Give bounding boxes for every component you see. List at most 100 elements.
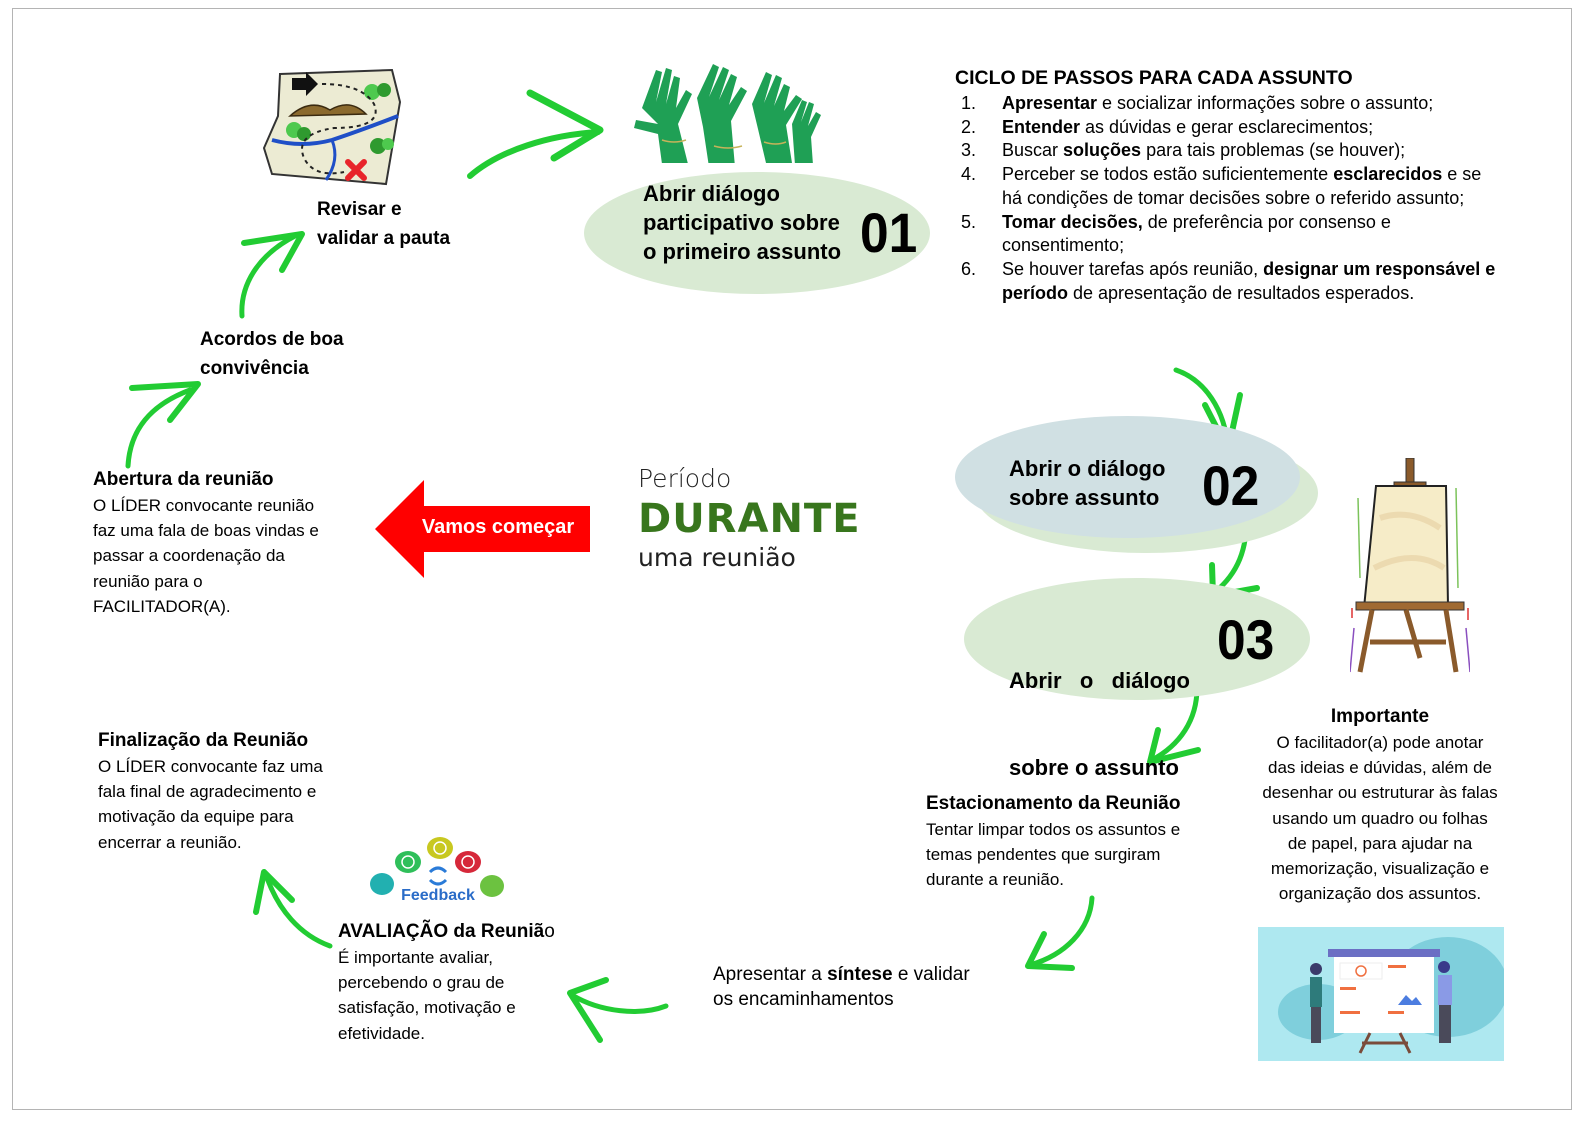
dialogo-02-text: Abrir o diálogo sobre assunto — [1009, 454, 1165, 512]
cycle-step-number: 4. — [961, 164, 977, 185]
cycle-step-text: Buscar — [1002, 140, 1064, 161]
arrow-revisar-to-dialogo01-icon — [467, 89, 604, 179]
step-revisar-pauta: Revisar e validar a pauta — [317, 195, 450, 253]
cycle-step-text: as dúvidas e gerar esclarecimentos; — [1080, 116, 1374, 137]
importante-note: Importante O facilitador(a) pode anotar … — [1245, 704, 1515, 906]
feedback-illustration: Feedback — [370, 837, 504, 904]
step-finalizacao: Finalização da Reunião O LÍDER convocant… — [98, 728, 378, 855]
step-abertura-line: FACILITADOR(A). — [93, 596, 231, 616]
arrow-abertura-to-acordos-icon — [125, 381, 201, 469]
center-title-uma-reuniao: uma reunião — [638, 543, 796, 572]
importante-line: das ideias e dúvidas, além de — [1268, 758, 1492, 778]
dialogo-01-text: Abrir diálogo participativo sobre o prim… — [643, 179, 841, 266]
step-sintese-post: e validar — [892, 964, 970, 985]
dialogo-03-line: sobre o assunto — [1009, 755, 1179, 780]
cycle-step-keyword: Entender — [1002, 116, 1081, 137]
arrow-sintese-to-avaliacao-icon — [567, 977, 669, 1043]
step-avaliacao: AVALIAÇÃO da Reunião É importante avalia… — [338, 918, 598, 1046]
cycle-step-keyword: esclarecidos — [1333, 164, 1443, 185]
importante-line: desenhar ou estruturar às falas — [1262, 783, 1498, 803]
step-revisar-line: Revisar e — [317, 199, 402, 220]
cycle-step-text: e socializar informações sobre o assunto… — [1097, 93, 1434, 113]
step-avaliacao-line: efetividade. — [338, 1023, 425, 1043]
step-abertura-title: Abertura da reunião — [93, 469, 274, 490]
page-frame — [12, 8, 1572, 1110]
cycle-step-number: 5. — [961, 211, 977, 232]
dialogo-02-line: Abrir o diálogo — [1009, 456, 1166, 481]
step-sintese-pre: Apresentar a — [713, 964, 828, 985]
step-finalizacao-line: fala final de agradecimento e — [98, 782, 317, 802]
dialogo-02-line: sobre assunto — [1009, 485, 1160, 510]
cycle-step-item: 2. Entender as dúvidas e gerar esclarecim… — [958, 116, 1498, 140]
step-acordos-line: convivência — [200, 358, 309, 379]
step-sintese: Apresentar a síntese e validar os encami… — [713, 962, 970, 1012]
step-sintese-bold: síntese — [827, 964, 893, 985]
step-finalizacao-title: Finalização da Reunião — [98, 730, 309, 751]
dialogo-03-line: Abrir o diálogo — [1009, 668, 1190, 693]
cycle-step-number: 3. — [961, 140, 977, 161]
center-title-periodo: Período — [638, 464, 732, 493]
step-avaliacao-line: É importante avaliar, — [338, 948, 493, 967]
step-avaliacao-line: percebendo o grau de — [338, 973, 505, 993]
step-abertura: Abertura da reunião O LÍDER convocante r… — [93, 466, 363, 619]
cycle-step-item: 6. Se houver tarefas após reunião, design… — [958, 258, 1498, 305]
step-estacionamento-line: durante a reunião. — [926, 870, 1064, 890]
dialogo-02-number: 02 — [1202, 454, 1260, 517]
importante-line: de papel, para ajudar na — [1287, 833, 1473, 853]
start-arrow-icon — [375, 480, 590, 578]
importante-title: Importante — [1330, 706, 1430, 727]
dialogo-01-line: participativo sobre — [643, 210, 840, 235]
cycle-step-item: 3.Buscar soluções para tais problemas (s… — [958, 139, 1498, 163]
step-finalizacao-line: O LÍDER convocante faz uma — [98, 757, 323, 776]
center-title: Período DURANTE uma reunião — [638, 462, 861, 574]
raised-hands-illustration — [634, 64, 821, 163]
arrow-acordos-to-revisar-icon — [239, 231, 305, 319]
step-avaliacao-title: AVALIAÇÃO da Reuniã — [338, 921, 545, 942]
cycle-step-item: 4. Perceber se todos estão suficientement… — [958, 163, 1498, 210]
cycle-step-number: 1. — [961, 93, 977, 113]
importante-line: O facilitador(a) pode anotar — [1276, 733, 1484, 752]
step-acordos-convivencia: Acordos de boa convivência — [200, 325, 344, 383]
step-sintese-line2: os encaminhamentos — [713, 989, 894, 1010]
arrow-estacionamento-to-sintese-icon — [1025, 895, 1095, 971]
cycle-step-item: 5.Tomar decisões, de preferência por con… — [958, 211, 1498, 258]
step-estacionamento-line: temas pendentes que surgiram — [926, 845, 1161, 865]
cycle-step-text: Se houver tarefas após reunião, — [1002, 258, 1264, 279]
step-abertura-line: faz uma fala de boas vindas e — [93, 521, 319, 541]
importante-line: usando um quadro ou folhas — [1272, 808, 1488, 828]
importante-line: organização dos assuntos. — [1278, 884, 1482, 904]
arrow-dialogo03-to-estacionamento-icon — [1147, 685, 1201, 765]
dialogo-01-ellipse — [584, 172, 930, 294]
presentation-illustration — [1258, 927, 1504, 1061]
center-title-durante: DURANTE — [638, 496, 861, 542]
cycle-step-number: 6. — [961, 258, 977, 279]
cycle-step-text: para tais problemas (se houver); — [1141, 140, 1406, 161]
step-abertura-line: reunião para o — [93, 571, 203, 591]
step-finalizacao-line: motivação da equipe para — [98, 807, 294, 827]
map-illustration — [262, 68, 402, 186]
cycle-step-keyword: Apresentar — [1002, 93, 1098, 113]
dialogo-01-line: Abrir diálogo — [643, 181, 780, 206]
dialogo-03-number: 03 — [1217, 608, 1275, 671]
cycle-step-text: de apresentação de resultados esperados. — [1068, 282, 1415, 303]
step-revisar-line: validar a pauta — [317, 228, 451, 249]
cycle-step-number: 2. — [961, 116, 977, 137]
cycle-steps-list: 1. Apresentar e socializar informações so… — [958, 92, 1498, 305]
dialogo-01-line: o primeiro assunto — [643, 239, 842, 264]
dialogo-03-ellipse — [964, 578, 1310, 700]
start-arrow-label: Vamos começar — [421, 516, 575, 538]
importante-line: memorização, visualização e — [1270, 859, 1490, 879]
dialogo-01-number: 01 — [860, 201, 918, 264]
cycle-step-text: Perceber se todos estão suficientemente — [1002, 164, 1334, 185]
step-abertura-line: O LÍDER convocante reunião — [93, 496, 315, 515]
step-finalizacao-line: encerrar a reunião. — [98, 832, 242, 852]
arrow-avaliacao-to-finalizacao-icon — [253, 869, 333, 949]
step-abertura-line: passar a coordenação da — [93, 546, 285, 566]
cycle-step-text: de preferência por consenso e consentime… — [1002, 211, 1391, 256]
dialogo-03-text: Abrir o diálogo sobre o assunto — [1009, 608, 1190, 811]
step-estacionamento-title: Estacionamento da Reunião — [926, 793, 1181, 814]
step-avaliacao-title-tail: o — [544, 921, 555, 942]
step-acordos-line: Acordos de boa — [200, 329, 344, 350]
cycle-step-keyword: designar um responsável e período — [1002, 258, 1496, 303]
step-estacionamento: Estacionamento da Reunião Tentar limpar … — [926, 791, 1226, 893]
